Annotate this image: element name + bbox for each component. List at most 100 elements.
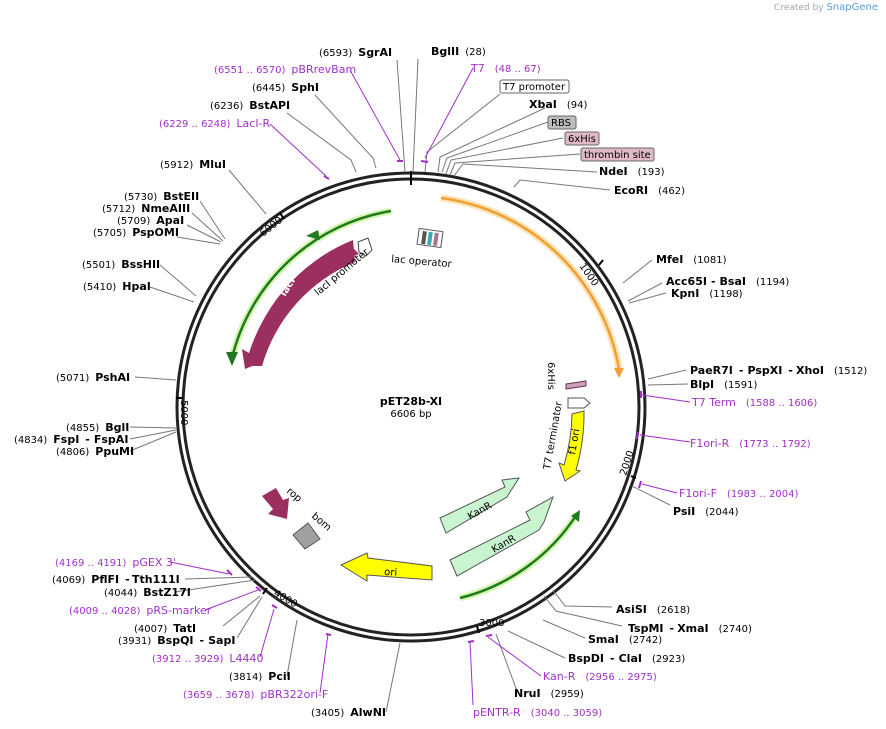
enzyme-name: BglI — [105, 421, 129, 434]
svg-text:EcoRI(462): EcoRI(462) — [614, 184, 685, 197]
enzyme-pos: (6593) — [319, 48, 352, 59]
primer-range: (6229 .. 6248) — [159, 119, 231, 130]
enzyme-name-2: BsaI — [720, 275, 746, 288]
primer-lines — [169, 67, 691, 706]
laci-promoter-feature[interactable] — [357, 237, 373, 257]
enzyme-name: AlwNI — [350, 706, 386, 719]
enzyme-pos: (1194) — [756, 277, 789, 288]
sixhis-label: 6xHis — [545, 362, 556, 390]
bom-feature[interactable] — [292, 522, 321, 550]
t7-terminator-label: T7 terminator — [542, 400, 565, 472]
enzyme-pos: (3931) — [118, 636, 151, 647]
laci-orf-arrowhead-inner — [306, 230, 320, 240]
primer-name: pBRrevBam — [291, 63, 356, 76]
thrombin-site-box[interactable] — [580, 147, 655, 162]
enzyme-name: SmaI — [588, 633, 619, 646]
sixhis-feature[interactable] — [565, 380, 587, 390]
enzyme-pos: (28) — [465, 47, 486, 58]
svg-text:(4806)PpuMI: (4806)PpuMI — [56, 445, 134, 458]
t7-terminator-feature[interactable] — [567, 397, 591, 409]
enzyme-name: XbaI — [529, 98, 557, 111]
svg-text:(6593)SgrAI: (6593) SgrAI — [319, 46, 392, 59]
sixhis-box[interactable] — [564, 131, 600, 146]
rop-feature[interactable] — [262, 488, 289, 519]
leader-lines — [129, 58, 689, 713]
enzyme-name: SgrAI — [358, 46, 392, 59]
ori-label: ori — [384, 567, 398, 579]
kanr-feature-2[interactable] — [449, 495, 554, 577]
enzyme-name: TspMI — [628, 622, 664, 635]
enzyme-pos: (1512) — [834, 366, 867, 377]
laci-feature-body[interactable] — [246, 240, 355, 366]
rbs-box[interactable] — [547, 115, 577, 130]
svg-text:(4169 .. 4191)pGEX 3': (4169 .. 4191)pGEX 3' — [55, 556, 176, 569]
svg-text:(5501)BssHII: (5501) BssHII — [82, 258, 160, 271]
primer-range: (48 .. 67) — [495, 64, 541, 75]
t7-promoter-box[interactable] — [499, 79, 570, 94]
enzyme-pos: (3405) — [311, 708, 344, 719]
enzyme-name-3: XhoI — [796, 364, 824, 377]
enzyme-name: TatI — [173, 622, 196, 635]
primer-range: (6551 .. 6570) — [214, 65, 286, 76]
primer-range: (3040 .. 3059) — [531, 708, 603, 719]
boxed-feature-labels: T7 promoter RBS 6xHis thrombin site — [499, 79, 655, 162]
svg-text:(4044)BstZ17I: (4044)BstZ17I — [104, 586, 191, 599]
svg-text:(3814)PciI: (3814)PciI — [229, 670, 291, 683]
enzyme-pos: (4069) — [52, 575, 85, 586]
svg-text:T7(48 .. 67): T7 (48 .. 67) — [470, 62, 541, 75]
tick-label-3000: 3000 — [479, 618, 504, 629]
primer-range: (1773 .. 1792) — [739, 439, 811, 450]
enzyme-labels: (6593)SgrAI BglII(28) (6445)SphI (6236)B… — [14, 45, 867, 719]
enzyme-pos: (3814) — [229, 672, 262, 683]
svg-text:BlpI(1591): BlpI(1591) — [690, 378, 757, 391]
enzyme-name: PflFI — [91, 573, 119, 586]
enzyme-pos: (4855) — [66, 423, 99, 434]
enzyme-name: PspOMI — [132, 226, 179, 239]
enzyme-name: EcoRI — [614, 184, 648, 197]
enzyme-name: BstZ17I — [143, 586, 191, 599]
primer-name: LacI-R — [236, 117, 270, 130]
svg-text:F1ori-F(1983 .. 2004): F1ori-F(1983 .. 2004) — [679, 487, 798, 500]
enzyme-pos: (4806) — [56, 447, 89, 458]
enzyme-name-2: PspXI — [747, 364, 782, 377]
ori-feature[interactable] — [339, 552, 433, 582]
sixhis-box-label: 6xHis — [568, 134, 596, 145]
enzyme-pos: (1198) — [709, 289, 742, 300]
lac-operator-feature[interactable] — [416, 227, 444, 249]
svg-text:(5712)NmeAIII: (5712)NmeAIII — [102, 202, 190, 215]
f1-ori-feature[interactable] — [558, 410, 585, 482]
t7-promoter-label: T7 promoter — [502, 82, 566, 93]
svg-text:(4007)TatI: (4007)TatI — [134, 622, 196, 635]
enzyme-pos: (1591) — [724, 380, 757, 391]
enzyme-name: BspQI — [157, 634, 193, 647]
svg-text:BspDI-ClaI(2923): BspDI-ClaI(2923) — [568, 652, 685, 665]
features: lacI lacI promoter lac operator 6xHis T7… — [242, 227, 591, 582]
enzyme-name: NdeI — [599, 165, 628, 178]
svg-text:SmaI(2742): SmaI(2742) — [588, 633, 662, 646]
enzyme-pos: (1081) — [693, 255, 726, 266]
kanr-feature-1[interactable] — [439, 477, 520, 534]
f1-ori-label: f1 ori — [567, 428, 582, 456]
enzyme-pos: (5501) — [82, 260, 115, 271]
svg-text:pENTR-R(3040 .. 3059): pENTR-R (3040 .. 3059) — [473, 706, 602, 719]
enzyme-name-2: FspAI — [94, 433, 129, 446]
enzyme-pos: (5730) — [124, 192, 157, 203]
svg-text:(4855)BglI: (4855) BglI — [66, 421, 129, 434]
enzyme-name: Acc65I — [666, 275, 707, 288]
svg-text:(5705)PspOMI: (5705) PspOMI — [93, 226, 179, 239]
enzyme-pos: (94) — [567, 100, 588, 111]
plasmid-size: 6606 bp — [390, 409, 431, 420]
svg-text:Acc65I-BsaI(1194): Acc65I-BsaI(1194) — [666, 275, 789, 288]
primer-name: T7 — [470, 62, 485, 75]
enzyme-name: BssHII — [121, 258, 160, 271]
svg-text:PsiI(2044): PsiI(2044) — [673, 505, 739, 518]
primer-name: pRS-marker — [146, 604, 211, 617]
enzyme-pos: (5705) — [93, 228, 126, 239]
svg-text:(6229 .. 6248)LacI-R: (6229 .. 6248) LacI-R — [159, 117, 271, 130]
enzyme-name: FspI — [53, 433, 79, 446]
primer-name: F1ori-F — [679, 487, 717, 500]
primer-name: pENTR-R — [473, 706, 521, 719]
credit-prefix: Created by — [774, 3, 824, 13]
svg-text:(3405)AlwNI: (3405) AlwNI — [311, 706, 386, 719]
